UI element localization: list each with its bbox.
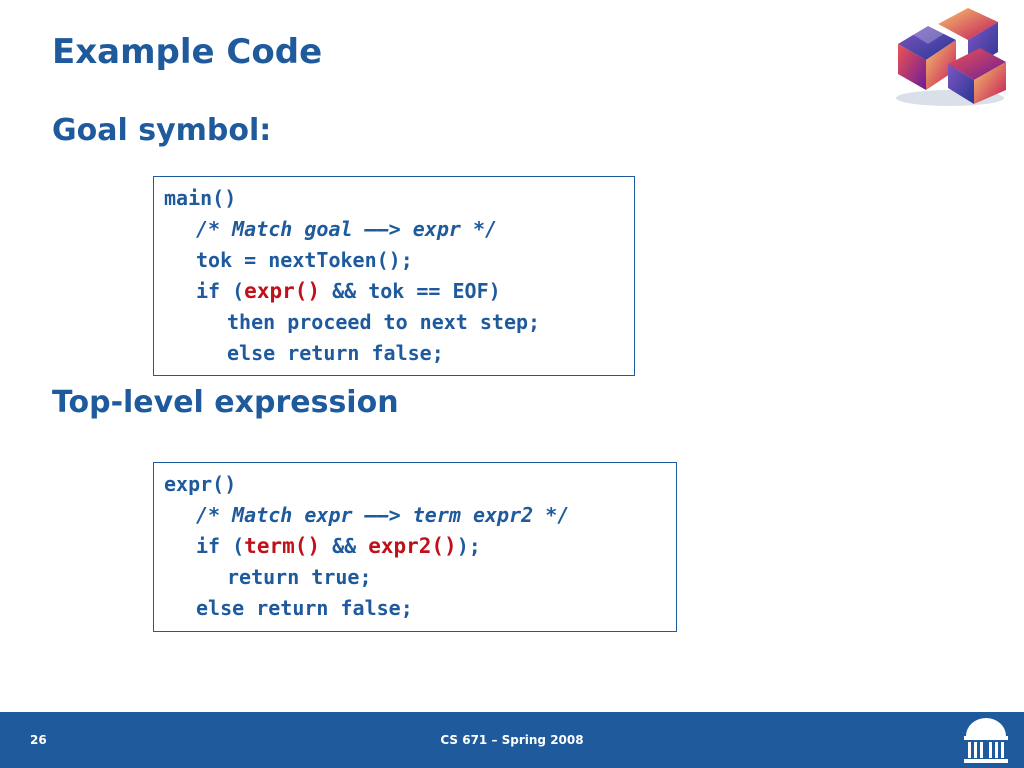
code-line: else return false; [227, 341, 444, 365]
slide-title: Example Code [52, 32, 323, 72]
code-line: then proceed to next step; [227, 310, 541, 334]
code-line: tok = nextToken(); [196, 248, 413, 272]
code-text: && tok == EOF) [320, 279, 501, 303]
top-level-expression-heading: Top-level expression [52, 385, 399, 420]
cube-logo-icon [896, 8, 1006, 106]
code-text: ); [456, 534, 481, 558]
slide-number: 26 [30, 733, 47, 747]
code-text: if ( [196, 534, 245, 558]
goal-symbol-heading: Goal symbol: [52, 113, 272, 148]
code-line: if (expr() && tok == EOF) [164, 276, 634, 307]
code-line: main() [164, 186, 237, 210]
code-highlight: expr() [244, 279, 321, 303]
footer-bar: 26 CS 671 – Spring 2008 [0, 712, 1024, 768]
code-text: && [320, 534, 369, 558]
main-code-box: main() /* Match goal ——> expr */ tok = n… [153, 176, 635, 376]
code-comment: /* Match goal ——> expr */ [196, 217, 498, 241]
course-label: CS 671 – Spring 2008 [440, 733, 584, 747]
code-highlight: term() [244, 534, 321, 558]
code-line: else return false; [196, 596, 413, 620]
code-line: expr() [164, 472, 237, 496]
code-text: if ( [196, 279, 245, 303]
expr-code-box: expr() /* Match expr ——> term expr2 */ i… [153, 462, 677, 632]
code-comment: /* Match expr ——> term expr2 */ [196, 503, 570, 527]
code-line: if (term() && expr2()); [164, 531, 676, 562]
rotunda-logo-icon [964, 718, 1008, 763]
code-line: return true; [227, 565, 372, 589]
code-highlight: expr2() [368, 534, 457, 558]
